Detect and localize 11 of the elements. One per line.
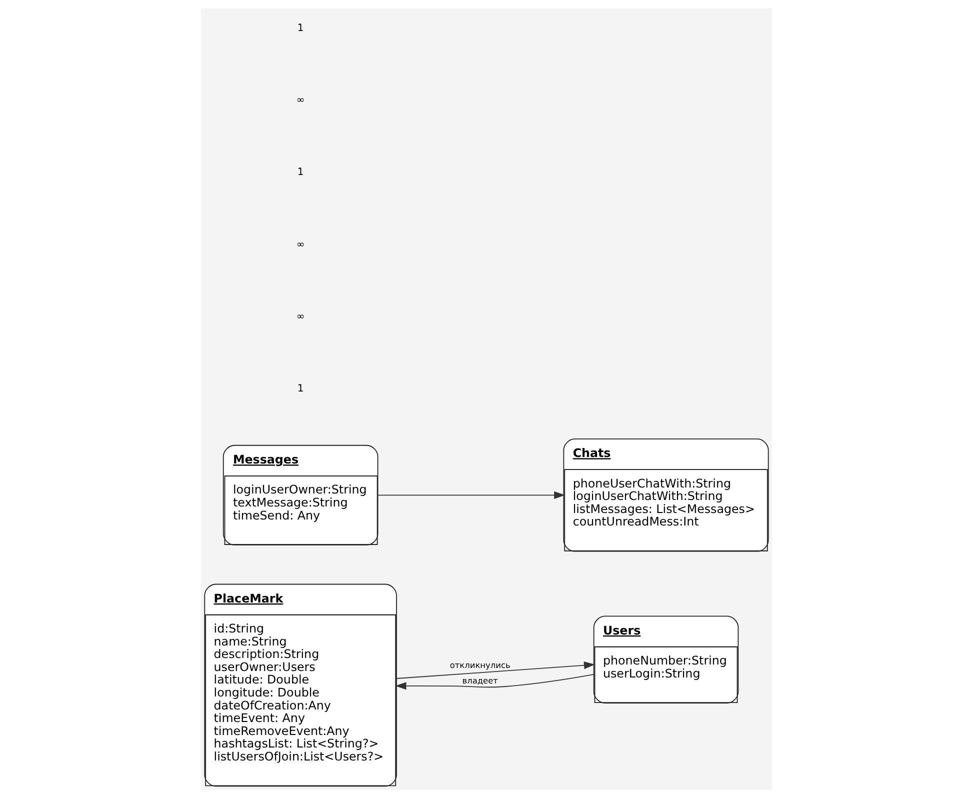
edge-label: откликнулись (449, 660, 510, 670)
label: ∞ (296, 95, 304, 106)
label: 1 (296, 167, 304, 178)
arrow (377, 491, 565, 499)
label: 1 (296, 22, 304, 34)
label: 1 (296, 384, 304, 395)
edge-label: владеет (462, 676, 498, 686)
label: ∞ (296, 239, 304, 250)
label: ∞ (296, 312, 304, 323)
arrow (396, 661, 594, 679)
arrow (394, 674, 594, 690)
